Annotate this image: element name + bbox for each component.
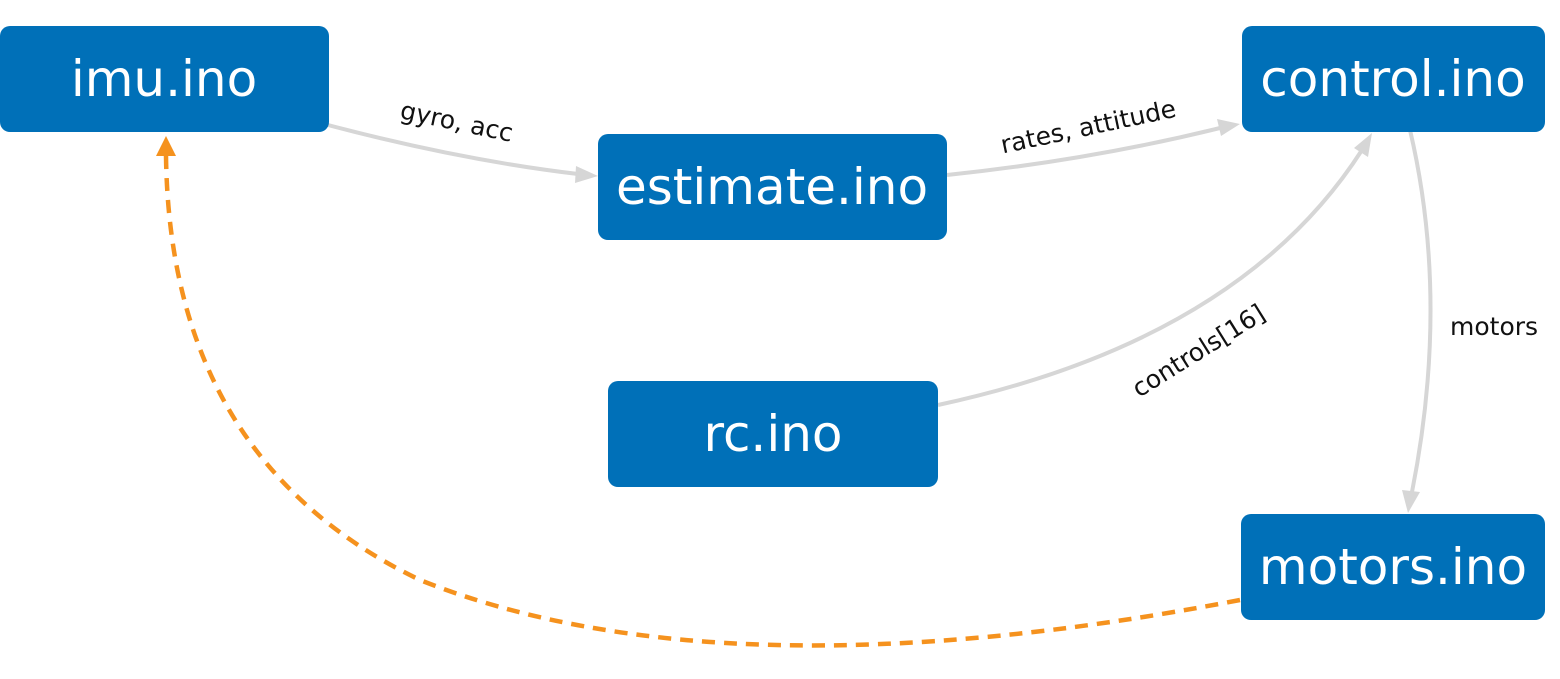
node-rc: rc.ino — [608, 381, 938, 487]
edge-imu-to-estimate — [327, 123, 579, 176]
node-estimate-label: estimate.ino — [616, 158, 928, 216]
edge-control-to-motors — [1408, 129, 1433, 493]
node-imu: imu.ino — [0, 26, 329, 132]
node-control-label: control.ino — [1260, 50, 1525, 108]
edge-label-rates-attitude: rates, attitude — [998, 94, 1179, 159]
edge-label-controls: controls[16] — [1127, 298, 1270, 403]
node-motors: motors.ino — [1241, 514, 1545, 620]
edge-estimate-to-control-arrowhead — [1217, 119, 1240, 136]
edge-estimate-to-control — [946, 126, 1221, 177]
edge-motors-to-imu-feedback — [163, 155, 1241, 648]
node-control: control.ino — [1242, 26, 1545, 132]
edge-rc-to-control-arrowhead — [1354, 133, 1372, 157]
edge-imu-to-estimate-arrowhead — [575, 166, 598, 183]
edge-label-gyro-acc: gyro, acc — [398, 96, 516, 148]
node-estimate: estimate.ino — [598, 134, 947, 240]
node-rc-label: rc.ino — [703, 405, 842, 463]
edge-motors-to-imu-feedback-arrowhead — [156, 136, 176, 156]
edge-rc-to-control — [937, 148, 1364, 407]
edge-label-motors: motors — [1450, 312, 1538, 341]
edges — [156, 119, 1433, 648]
node-imu-label: imu.ino — [71, 50, 257, 108]
node-motors-label: motors.ino — [1259, 538, 1527, 596]
edge-control-to-motors-arrowhead — [1402, 490, 1420, 513]
